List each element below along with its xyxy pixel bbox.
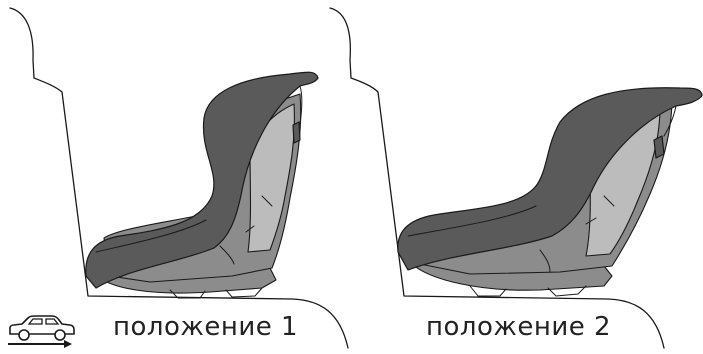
child-seat-1 bbox=[86, 72, 318, 298]
position-1-caption: положение 1 bbox=[113, 312, 298, 342]
vehicle-seat-outline-1 bbox=[10, 8, 348, 348]
position-2-caption: положение 2 bbox=[426, 312, 611, 342]
child-seat-2 bbox=[398, 88, 702, 296]
car-direction-icon bbox=[4, 312, 78, 352]
